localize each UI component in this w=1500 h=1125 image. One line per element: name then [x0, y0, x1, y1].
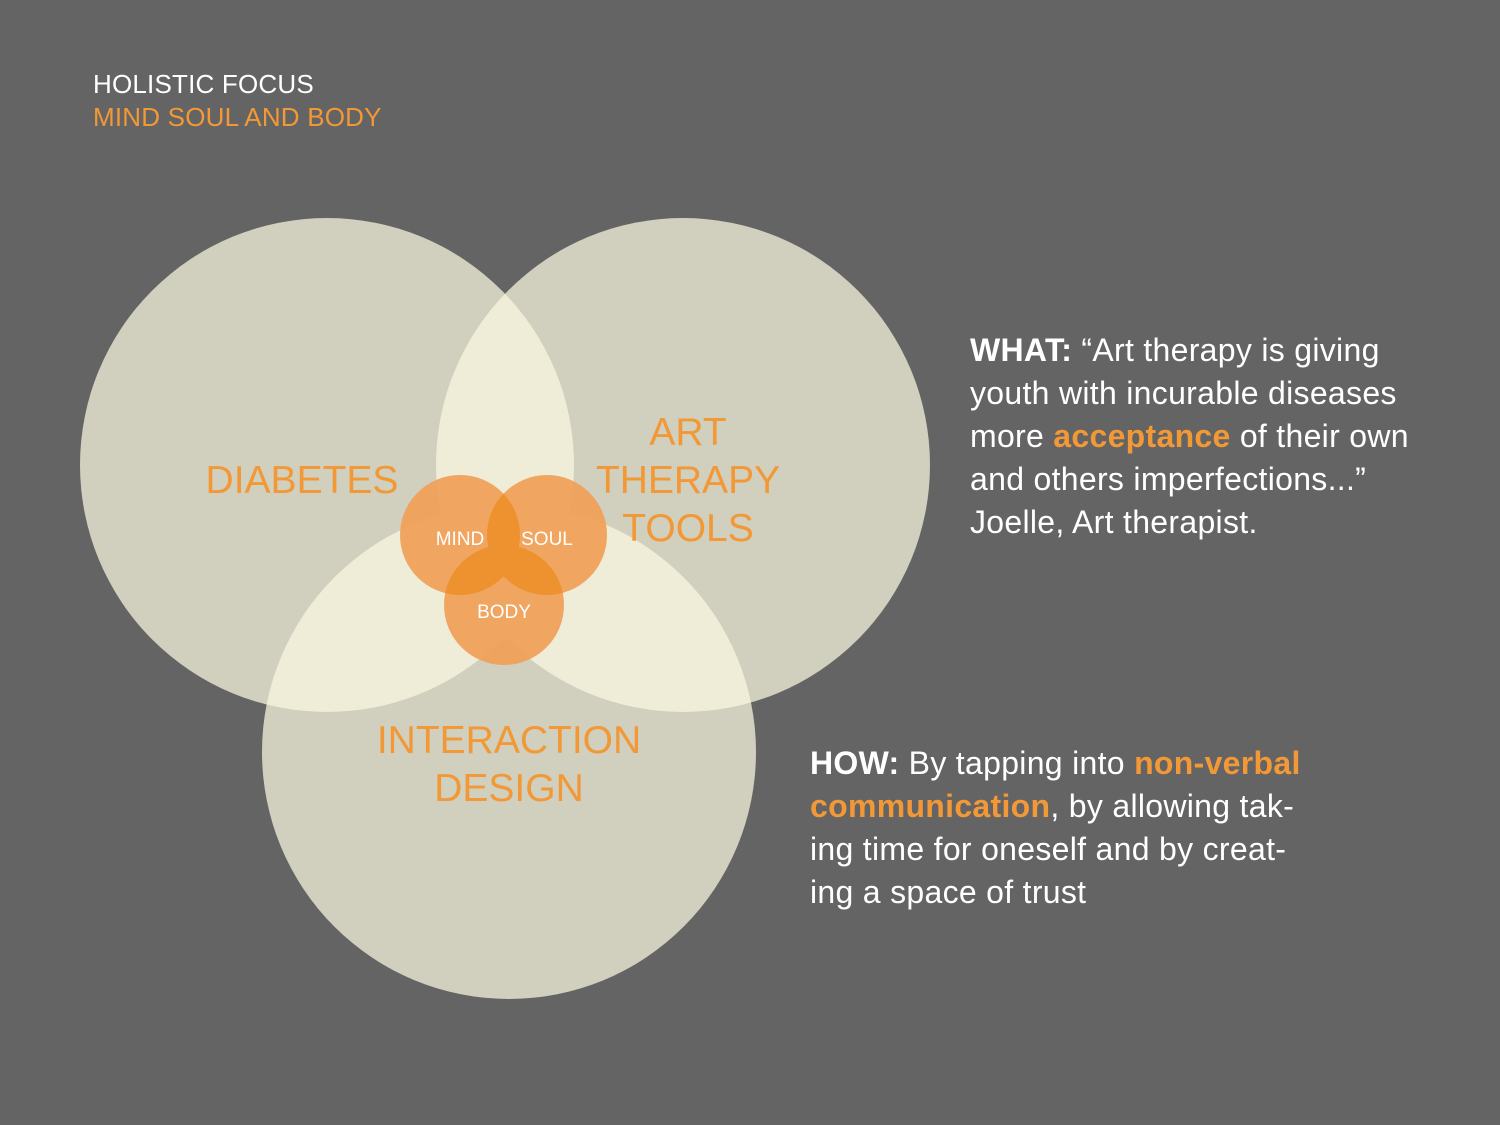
overlap-b-c [436, 505, 756, 712]
what-attribution: Joelle, Art therapist. [970, 504, 1258, 540]
label-design: DESIGN [434, 767, 584, 810]
how-line-1-text: By tapping into [899, 745, 1135, 781]
what-line-1-text: “Art therapy is giving [1072, 332, 1380, 368]
overlap-soul-body [487, 545, 564, 595]
what-line-3-post: of their own [1230, 418, 1409, 454]
what-line-2: youth with incurable diseases [970, 375, 1397, 411]
overlap-a-c [262, 505, 574, 712]
label-soul: SOUL [521, 529, 573, 550]
heading-title: HOLISTIC FOCUS [93, 69, 314, 99]
how-keyword: HOW: [810, 745, 900, 781]
label-interaction: INTERACTION [377, 719, 641, 762]
how-line-2-text: , by allowing tak- [1050, 788, 1295, 824]
label-tools: TOOLS [622, 507, 754, 550]
how-highlight-non-verbal: non-verbal [1134, 745, 1301, 781]
heading: HOLISTIC FOCUS MIND SOUL AND BODY [93, 68, 382, 134]
how-line-3: ing time for oneself and by creat- [810, 831, 1287, 867]
what-keyword: WHAT: [970, 332, 1073, 368]
what-line-1: WHAT: “Art therapy is giving [970, 329, 1470, 372]
how-line-1: HOW: By tapping into non-verbal [810, 742, 1385, 785]
what-line-3-pre: more [970, 418, 1054, 454]
how-line-4: ing a space of trust [810, 874, 1087, 910]
label-body: BODY [477, 602, 531, 623]
label-therapy: THERAPY [596, 459, 780, 502]
label-art: ART [649, 411, 726, 454]
what-quote-block: WHAT: “Art therapy is giving youth with … [970, 329, 1470, 544]
how-line-2: communication, by allowing tak- [810, 785, 1385, 828]
overlap-mind-body [444, 545, 520, 595]
what-line-4: and others imperfections...” [970, 461, 1367, 497]
heading-subtitle: MIND SOUL AND BODY [93, 102, 382, 132]
label-diabetes: DIABETES [206, 459, 399, 502]
label-mind: MIND [436, 529, 485, 550]
how-highlight-communication: communication [810, 788, 1051, 824]
what-line-3: more acceptance of their own [970, 415, 1470, 458]
what-highlight-acceptance: acceptance [1053, 418, 1231, 454]
how-block: HOW: By tapping into non-verbal communic… [810, 742, 1385, 914]
